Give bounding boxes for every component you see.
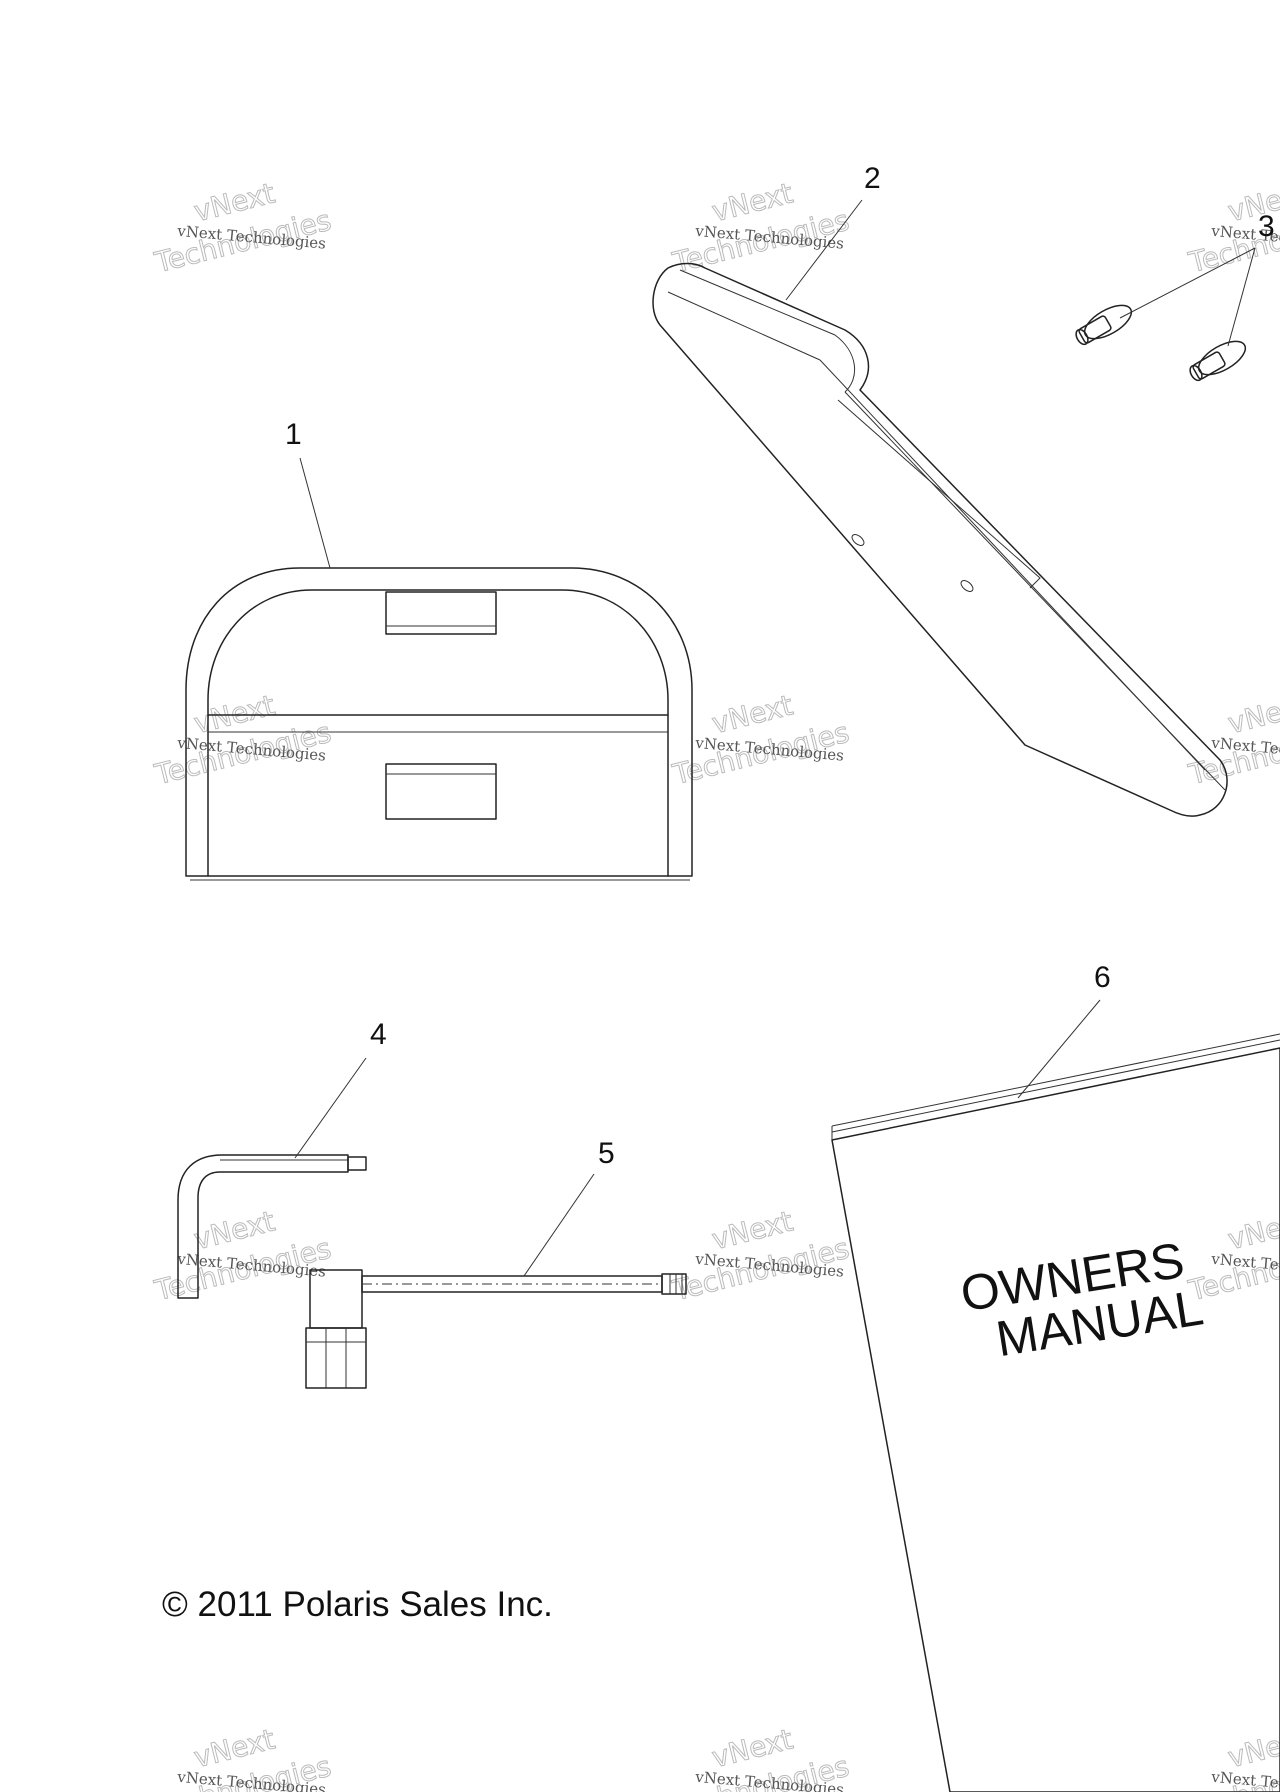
callout-2: 2 — [864, 162, 881, 195]
part-3-rivets — [1075, 304, 1247, 382]
part-2-tool-bag — [652, 262, 1228, 817]
part-1-tool-pouch — [185, 567, 693, 881]
copyright-text: © 2011 Polaris Sales Inc. — [162, 1585, 553, 1624]
callout-6: 6 — [1094, 961, 1111, 994]
leader-lines — [294, 199, 1256, 1277]
callout-4: 4 — [370, 1018, 387, 1051]
part-5-spark-plug-wrench — [305, 1269, 687, 1389]
callout-5: 5 — [598, 1137, 615, 1170]
part-4-hex-key — [177, 1154, 367, 1299]
callout-1: 1 — [285, 418, 302, 451]
callout-3: 3 — [1258, 210, 1275, 243]
watermark-top: vNext — [1225, 688, 1280, 740]
watermark-top: vNext — [1225, 1204, 1280, 1256]
part-6-owners-manual: OWNERS MANUAL — [831, 1033, 1280, 1792]
watermark-top: vNext — [1225, 1722, 1280, 1774]
